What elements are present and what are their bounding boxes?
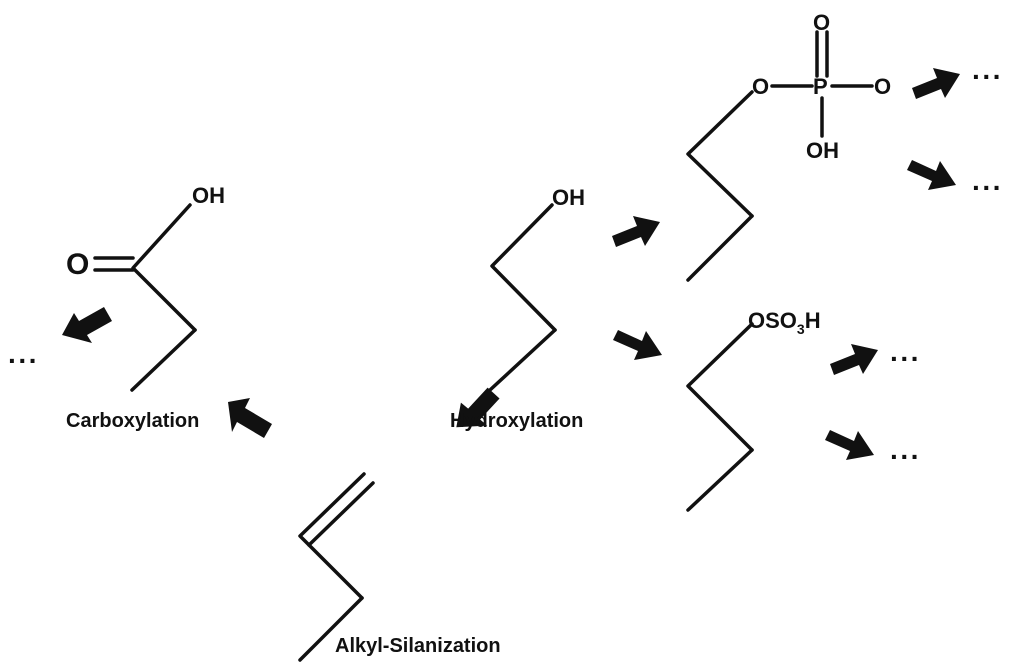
sulfate-continuation-dots-1: ··· — [890, 343, 921, 374]
carboxylation-label: Carboxylation — [66, 410, 199, 432]
phosphate-p-label: P — [813, 74, 828, 99]
hydroxyl-oh-label: OH — [552, 185, 585, 210]
alkyl-surface-bond — [298, 596, 364, 662]
arrow-sulfate-continuation-2 — [825, 430, 874, 460]
sulfate-surface-bond — [686, 448, 754, 512]
arrow-phosphate-continuation-1 — [912, 68, 960, 99]
arrow-to-sulfate — [613, 330, 662, 360]
phosphate-oh-label: OH — [806, 138, 839, 163]
left-continuation-dots: ··· — [8, 345, 39, 376]
hydroxyl-surface-bond — [488, 328, 557, 392]
phosphate-o-top-label: O — [813, 10, 830, 35]
phosphate-chain-bond — [686, 90, 754, 218]
sulfate-label: OSO3H — [748, 308, 821, 337]
carbonyl-o-label: O — [66, 248, 89, 281]
sulfate-group: OSO3H — [686, 308, 821, 512]
carboxyl-chain-bond — [131, 203, 197, 332]
alkyl-group — [298, 472, 375, 662]
hydroxylation-label: Hydroxylation — [450, 410, 583, 432]
carboxyl-group: OH O — [66, 183, 225, 392]
phosphate-surface-bond — [686, 214, 754, 282]
phosphate-continuation-dots-2: ··· — [972, 172, 1003, 203]
phosphate-continuation-dots-1: ··· — [972, 61, 1003, 92]
arrow-to-phosphate — [612, 216, 660, 247]
arrow-sulfate-continuation-1 — [830, 344, 878, 375]
carboxyl-surface-bond — [130, 328, 197, 392]
alkene-double-bond — [307, 481, 375, 547]
alkyl-chain-bond — [298, 472, 366, 600]
carboxyl-oh-label: OH — [192, 183, 225, 208]
hydroxyl-chain-bond — [490, 203, 557, 332]
phosphate-o-left-label: O — [752, 74, 769, 99]
phosphate-o-right-label: O — [874, 74, 891, 99]
sulfate-chain-bond — [686, 322, 754, 452]
arrow-to-carboxylation — [228, 398, 272, 438]
phosphate-group: O P O O OH — [686, 10, 891, 282]
arrow-to-left-continuation — [62, 307, 112, 343]
sulfate-continuation-dots-2: ··· — [890, 441, 921, 472]
alkyl-silanization-label: Alkyl-Silanization — [335, 635, 501, 657]
hydroxyl-group: OH — [488, 185, 585, 392]
arrow-to-hydroxylation — [456, 387, 500, 428]
arrow-phosphate-continuation-2 — [907, 160, 956, 190]
